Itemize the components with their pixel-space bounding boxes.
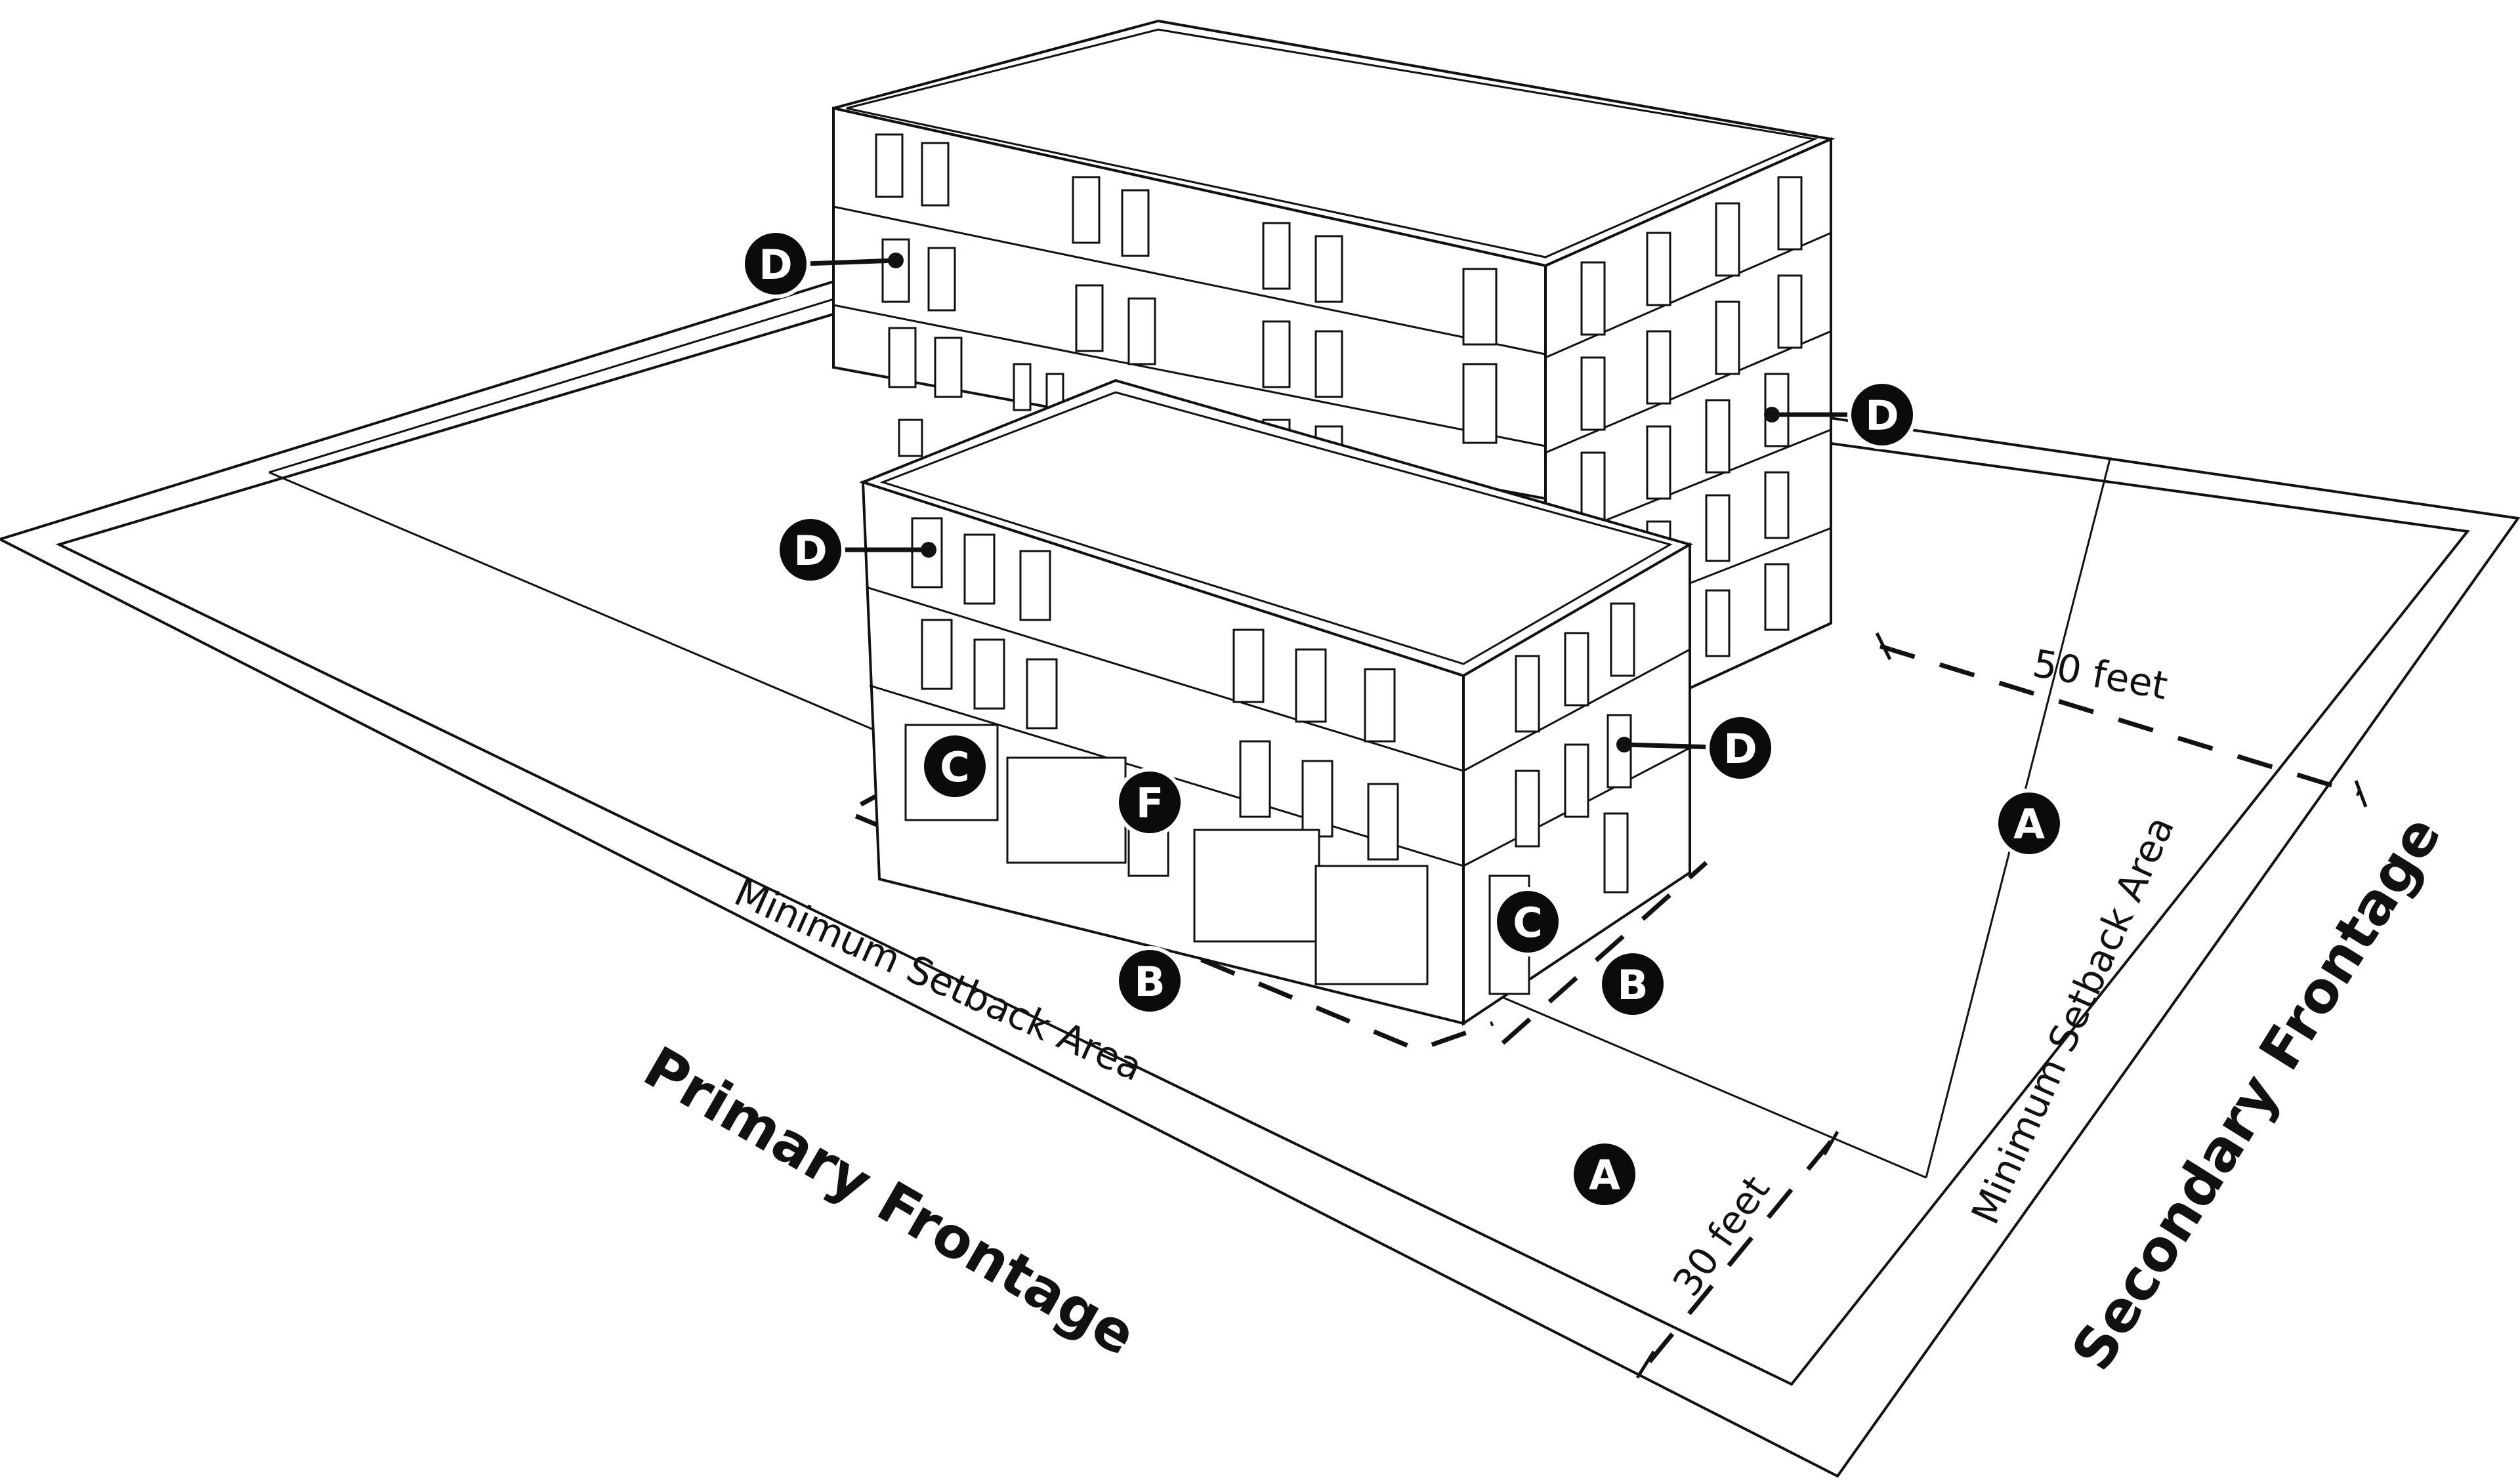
marker-label: F (1136, 779, 1164, 827)
marker-label: D (759, 241, 792, 289)
marker-b-primary: B (1115, 946, 1185, 1016)
marker-label: A (2013, 800, 2045, 848)
marker-d-rear-right: D (1847, 380, 1917, 449)
marker-a-rear: A (1994, 789, 2064, 858)
marker-c-secondary: C (1493, 887, 1563, 957)
marker-d-front-left: D (776, 515, 845, 585)
leader-dots (888, 253, 1780, 752)
marker-label: B (1617, 961, 1648, 1009)
marker-label: C (940, 743, 970, 791)
rear-building-windows (875, 133, 1803, 657)
setback-dashes (841, 644, 2361, 1367)
marker-d-front-right: D (1706, 713, 1775, 783)
marker-label: D (793, 527, 827, 575)
marker-f-entrance: F (1115, 768, 1185, 837)
dimension-ticks (1635, 632, 2368, 1379)
marker-a-front: A (1570, 1140, 1639, 1209)
marker-label: C (1513, 899, 1543, 947)
marker-label: D (1723, 725, 1757, 773)
secondary-setback-label: Minimum Setback Area (1963, 810, 2183, 1231)
marker-d-rear-left: D (741, 229, 810, 298)
marker-label: A (1589, 1151, 1620, 1199)
marker-c-primary: C (920, 731, 990, 801)
marker-b-secondary: B (1598, 949, 1668, 1019)
dimension-50-feet: 50 feet (2030, 641, 2171, 709)
dimension-30-feet: 30 feet (1664, 1168, 1778, 1304)
marker-label: B (1134, 958, 1165, 1006)
marker-label: D (1865, 392, 1899, 440)
front-building-windows (904, 517, 1635, 995)
